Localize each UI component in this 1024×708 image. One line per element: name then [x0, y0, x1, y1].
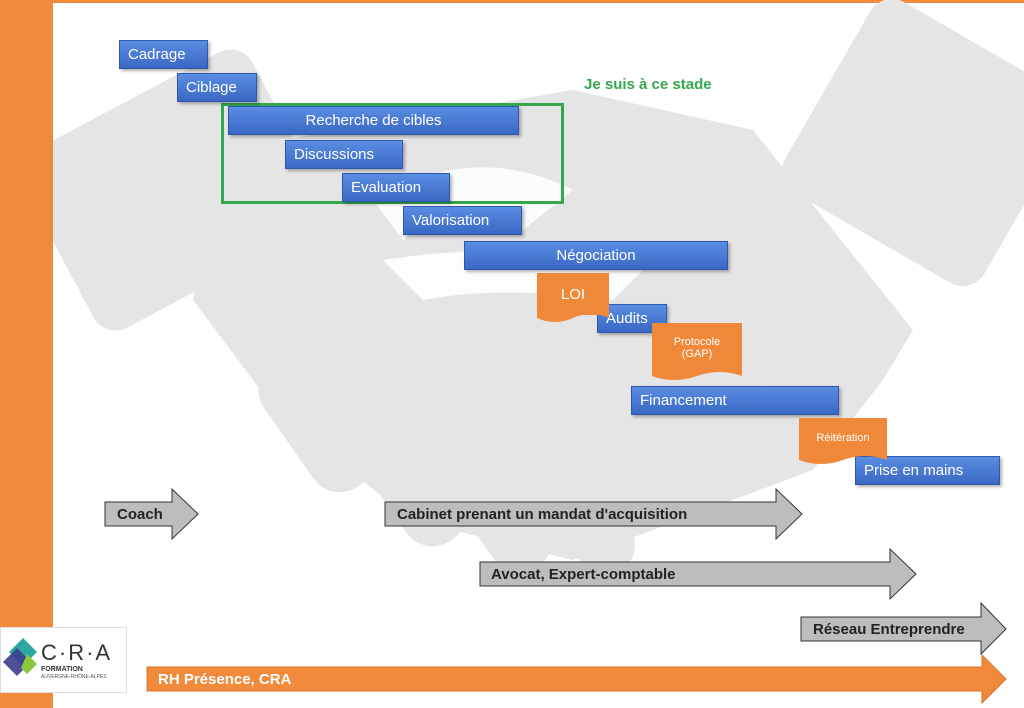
- actor-rh-presence-label: RH Présence, CRA: [158, 671, 292, 688]
- cra-logo-sub1: FORMATION: [41, 666, 83, 673]
- current-stage-frame: [221, 103, 564, 204]
- step-financement: Financement: [631, 386, 839, 415]
- arrow-cabinet: [384, 487, 803, 541]
- step-negociation: Négociation: [464, 241, 728, 270]
- document-protocole-label-2: (GAP): [681, 348, 713, 360]
- cra-logo: C·R·A FORMATION AUVERGNE-RHÔNE-ALPES: [0, 627, 127, 693]
- cra-logo-mark-icon: [3, 638, 37, 676]
- arrow-rh-presence: [146, 653, 1007, 705]
- document-reiteration: Réitération: [799, 420, 887, 456]
- cra-logo-name: C·R·A: [41, 640, 113, 665]
- actor-avocat-label: Avocat, Expert-comptable: [491, 566, 676, 583]
- arrow-reseau: [800, 601, 1007, 656]
- document-reiteration-label: Réitération: [816, 432, 870, 444]
- document-protocole: Protocole (GAP): [652, 325, 742, 371]
- cra-logo-sub2: AUVERGNE-RHÔNE-ALPES: [41, 674, 107, 680]
- arrow-avocat: [479, 547, 917, 601]
- step-evaluation: Evaluation: [342, 173, 450, 202]
- step-valorisation: Valorisation: [403, 206, 522, 235]
- document-protocole-label-1: Protocole: [673, 336, 721, 348]
- current-stage-label: Je suis à ce stade: [584, 76, 712, 93]
- step-ciblage: Ciblage: [177, 73, 257, 102]
- actor-reseau-label: Réseau Entreprendre: [813, 621, 965, 638]
- step-discussions: Discussions: [285, 140, 403, 169]
- step-cadrage: Cadrage: [119, 40, 208, 69]
- left-orange-band: [0, 0, 53, 708]
- step-recherche-de-cibles: Recherche de cibles: [228, 106, 519, 135]
- actor-coach-label: Coach: [117, 506, 163, 523]
- arrow-coach: [104, 487, 199, 541]
- actor-cabinet-label: Cabinet prenant un mandat d'acquisition: [397, 506, 688, 523]
- document-loi: LOI: [537, 273, 609, 315]
- top-orange-line: [53, 0, 1024, 3]
- document-loi-label: LOI: [560, 285, 586, 303]
